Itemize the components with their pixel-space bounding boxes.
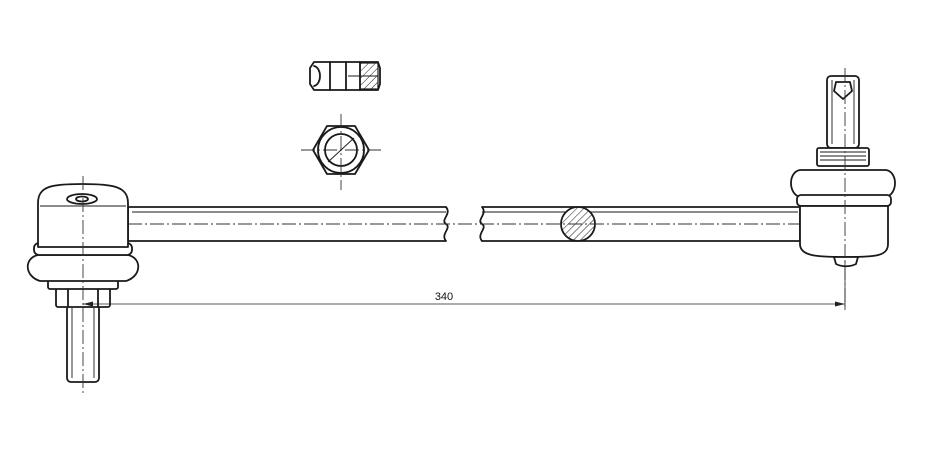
dimension-arrow-right [835,301,845,307]
right-stud-hex-socket [833,81,853,100]
dimension-arrow-left [83,301,93,307]
right-bottom-plug [833,256,859,268]
dimension-value: 340 [435,291,453,303]
right-ball-joint [790,68,896,308]
nut-top-view [301,114,382,190]
left-socket-top [66,193,98,205]
right-housing [799,205,889,258]
right-retaining-ring [796,194,892,207]
length-dimension: 340 [83,260,846,310]
right-rubber-boot [790,169,896,198]
rod [127,206,801,242]
nut-side-view [309,61,381,91]
left-ball-joint [26,176,140,394]
right-serrated-collar [816,147,870,167]
